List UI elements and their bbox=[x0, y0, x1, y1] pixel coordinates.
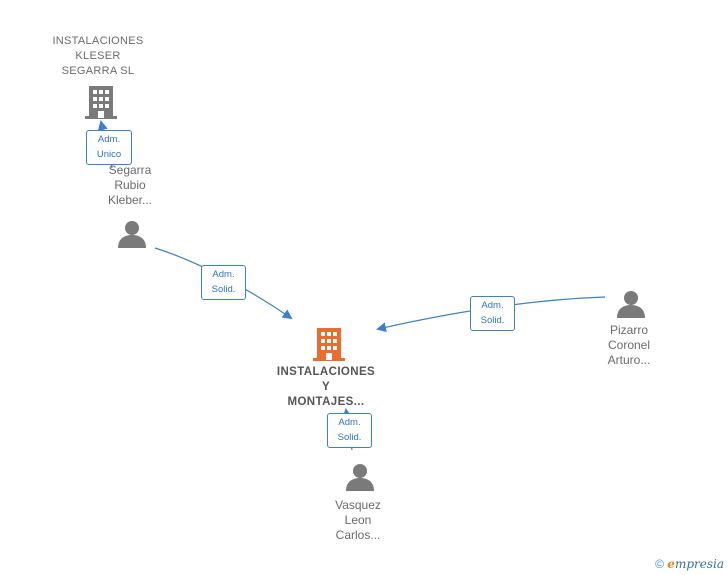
label-line: Carlos... bbox=[335, 528, 381, 542]
label-line: Segarra bbox=[108, 163, 152, 177]
label-line: Coronel bbox=[607, 338, 651, 352]
role-badge-adm-solid[interactable]: Adm. Solid. bbox=[327, 413, 372, 448]
building-icon[interactable] bbox=[84, 84, 118, 120]
person-icon[interactable] bbox=[345, 463, 375, 491]
label-line: Rubio bbox=[114, 178, 146, 192]
role-line: Adm. bbox=[97, 134, 121, 145]
brand-initial: e bbox=[667, 557, 675, 571]
label-line: Pizarro bbox=[609, 323, 648, 337]
label-line: Vasquez bbox=[335, 498, 381, 512]
role-line: Solid. bbox=[480, 315, 505, 326]
brand-name: mpresia bbox=[674, 557, 724, 571]
role-line: Solid. bbox=[211, 284, 236, 295]
label-line: Leon bbox=[344, 513, 372, 527]
role-line: Unico bbox=[96, 149, 122, 160]
brand-logo: empresia bbox=[667, 557, 724, 571]
label-line: Y bbox=[321, 381, 331, 393]
label-line: Arturo... bbox=[607, 353, 651, 367]
node-label-vasquez: Vasquez Leon Carlos... bbox=[320, 498, 396, 543]
person-icon[interactable] bbox=[117, 220, 147, 248]
label-line: INSTALACIONES bbox=[52, 35, 144, 47]
node-label-main: INSTALACIONES Y MONTAJES... bbox=[262, 365, 390, 410]
node-label-segarra: Segarra Rubio Kleber... bbox=[92, 163, 168, 208]
role-line: Adm. bbox=[212, 269, 235, 280]
label-line: SEGARRA SL bbox=[61, 65, 135, 77]
role-badge-adm-unico[interactable]: Adm. Unico bbox=[86, 130, 132, 165]
role-line: Adm. bbox=[338, 417, 361, 428]
role-line: Adm. bbox=[481, 300, 504, 311]
label-line: MONTAJES... bbox=[287, 396, 365, 408]
label-line: Kleber... bbox=[107, 193, 153, 207]
label-line: KLESER bbox=[75, 50, 121, 62]
node-label-kleser: INSTALACIONES KLESER SEGARRA SL bbox=[40, 34, 156, 79]
copyright-icon: © bbox=[655, 557, 664, 571]
label-line: INSTALACIONES bbox=[276, 366, 376, 378]
person-icon[interactable] bbox=[616, 290, 646, 318]
node-label-pizarro: Pizarro Coronel Arturo... bbox=[592, 323, 666, 368]
role-line: Solid. bbox=[337, 432, 362, 443]
role-badge-adm-solid[interactable]: Adm. Solid. bbox=[201, 265, 246, 300]
footer-brand[interactable]: © empresia bbox=[655, 557, 724, 571]
main-building-icon[interactable] bbox=[312, 326, 346, 362]
role-badge-adm-solid[interactable]: Adm. Solid. bbox=[470, 296, 515, 331]
